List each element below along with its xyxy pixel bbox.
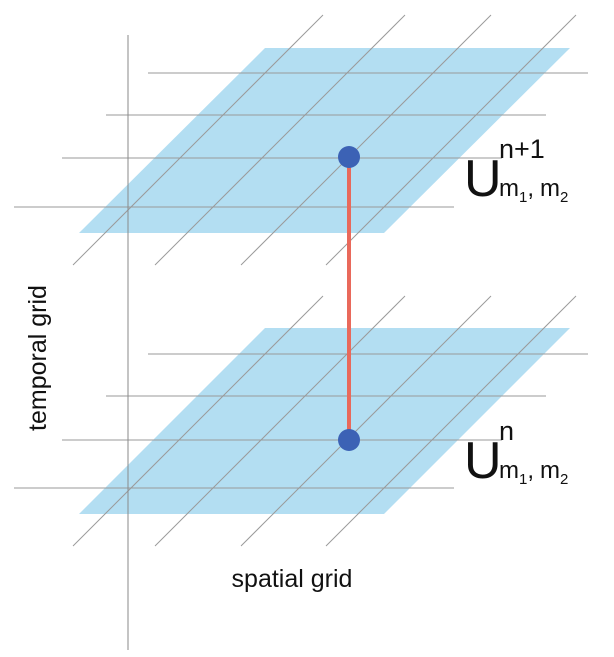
grid-line-diagonal bbox=[72, 295, 324, 547]
upper-node-symbol: U bbox=[464, 150, 502, 208]
lower-plane-group bbox=[14, 295, 588, 547]
grid-line-diagonal bbox=[240, 295, 492, 547]
upper-node-superscript: n+1 bbox=[499, 134, 545, 164]
lower-node-label: U n m1,m2 bbox=[464, 416, 568, 490]
grid-line-diagonal bbox=[240, 14, 492, 266]
temporal-axis-label: temporal grid bbox=[24, 285, 52, 431]
spatial-axis-label: spatial grid bbox=[232, 565, 353, 593]
lower-grid-lines bbox=[14, 295, 588, 547]
upper-grid-lines bbox=[14, 14, 588, 266]
lower-sub-m1-index: 1 bbox=[519, 471, 527, 488]
lower-node bbox=[338, 429, 360, 451]
upper-sub-m2: m bbox=[540, 175, 560, 202]
upper-plane-group bbox=[14, 14, 588, 266]
upper-sub-m1: m bbox=[499, 175, 519, 202]
lower-sub-m1: m bbox=[499, 457, 519, 484]
upper-sub-separator: , bbox=[527, 175, 534, 202]
grid-line-diagonal bbox=[154, 14, 406, 266]
lower-sub-separator: , bbox=[527, 457, 534, 484]
grid-line-diagonal bbox=[154, 295, 406, 547]
lower-sub-m2: m bbox=[540, 457, 560, 484]
upper-node-label: U n+1 m1,m2 bbox=[464, 134, 568, 208]
upper-node-subscript: m1,m2 bbox=[499, 175, 568, 206]
grid-line-diagonal bbox=[72, 14, 324, 266]
lower-sub-m2-index: 2 bbox=[560, 471, 568, 488]
lower-plane bbox=[79, 328, 570, 514]
upper-node bbox=[338, 146, 360, 168]
grid-line-diagonal bbox=[325, 295, 577, 547]
upper-sub-m2-index: 2 bbox=[560, 189, 568, 206]
lower-node-subscript: m1,m2 bbox=[499, 457, 568, 488]
upper-sub-m1-index: 1 bbox=[519, 189, 527, 206]
grid-line-diagonal bbox=[325, 14, 577, 266]
lower-node-superscript: n bbox=[499, 416, 514, 446]
lower-node-symbol: U bbox=[464, 432, 502, 490]
upper-plane bbox=[79, 48, 570, 233]
